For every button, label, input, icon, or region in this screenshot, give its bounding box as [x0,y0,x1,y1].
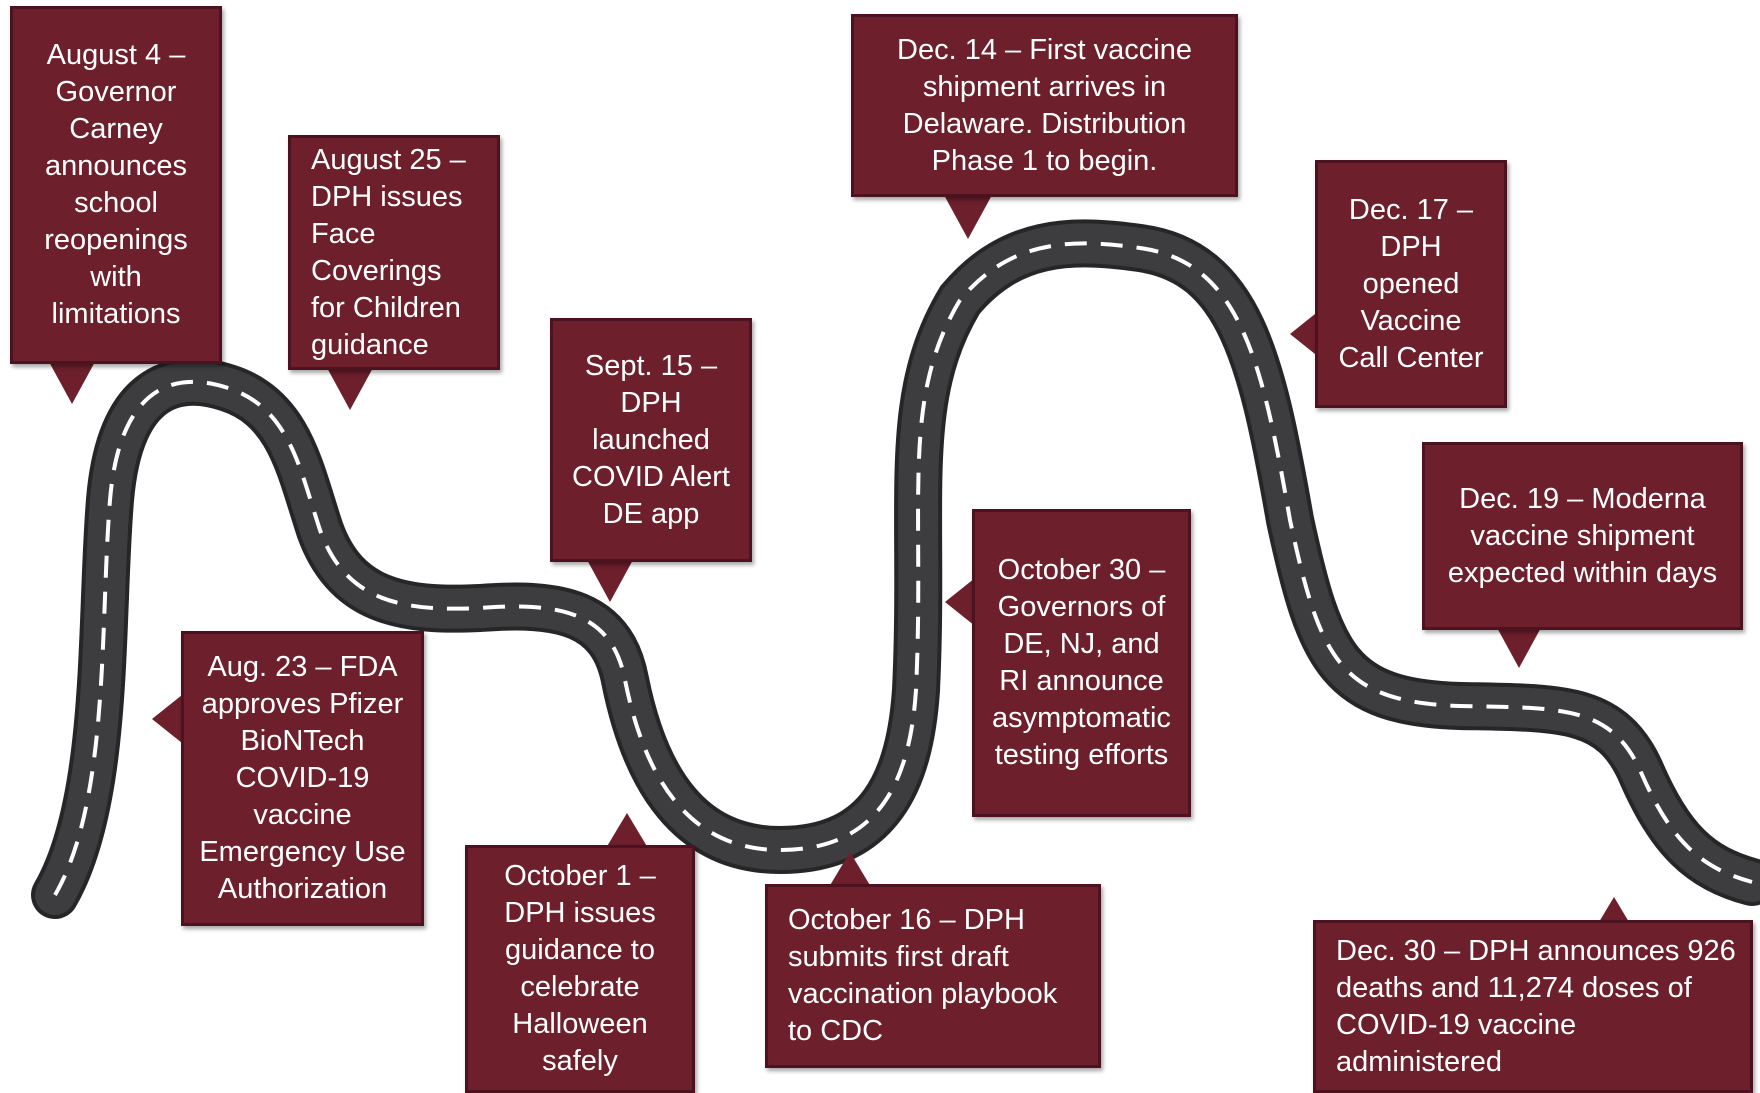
callout-pointer [944,195,992,239]
callout-text: October 30 – Governors of DE, NJ, and RI… [992,554,1171,771]
callout-pointer [586,558,634,602]
callout-october-30: October 30 – Governors of DE, NJ, and RI… [972,509,1191,817]
road-center-line [53,241,1753,897]
callout-pointer [326,366,374,410]
callout-text: August 25 – DPH issues Face Coverings fo… [311,143,466,361]
callout-pointer [945,578,975,626]
callout-text: August 4 – Governor Carney announces sch… [44,39,188,330]
callout-text: Dec. 19 – Moderna vaccine shipment expec… [1447,482,1718,589]
callout-pointer [152,695,182,743]
callout-october-16: October 16 – DPH submits first draft vac… [765,884,1101,1068]
callout-august-25: August 25 – DPH issues Face Coverings fo… [288,135,500,370]
callout-text: October 16 – DPH submits first draft vac… [788,904,1058,1047]
callout-august-4: August 4 – Governor Carney announces sch… [10,6,222,364]
callout-dec-17: Dec. 17 – DPH opened Vaccine Call Center [1315,160,1507,408]
callout-text: Dec. 30 – DPH announces 926 deaths and 1… [1336,935,1736,1078]
callout-sept-15: Sept. 15 – DPH launched COVID Alert DE a… [550,318,752,562]
callout-text: Dec. 14 – First vaccine shipment arrives… [897,33,1192,177]
callout-dec-14: Dec. 14 – First vaccine shipment arrives… [851,14,1238,197]
callout-pointer [48,360,96,404]
callout-text: Sept. 15 – DPH launched COVID Alert DE a… [572,349,730,530]
callout-dec-30: Dec. 30 – DPH announces 926 deaths and 1… [1313,920,1753,1093]
callout-text: Aug. 23 – FDA approves Pfizer BioNTech C… [199,651,406,905]
callout-text: Dec. 17 – DPH opened Vaccine Call Center [1338,193,1484,374]
callout-dec-19: Dec. 19 – Moderna vaccine shipment expec… [1422,442,1743,630]
callout-text: October 1 – DPH issues guidance to celeb… [504,860,656,1077]
callout-october-1: October 1 – DPH issues guidance to celeb… [465,845,695,1093]
callout-pointer [1495,624,1543,668]
callout-aug-23: Aug. 23 – FDA approves Pfizer BioNTech C… [181,631,424,926]
